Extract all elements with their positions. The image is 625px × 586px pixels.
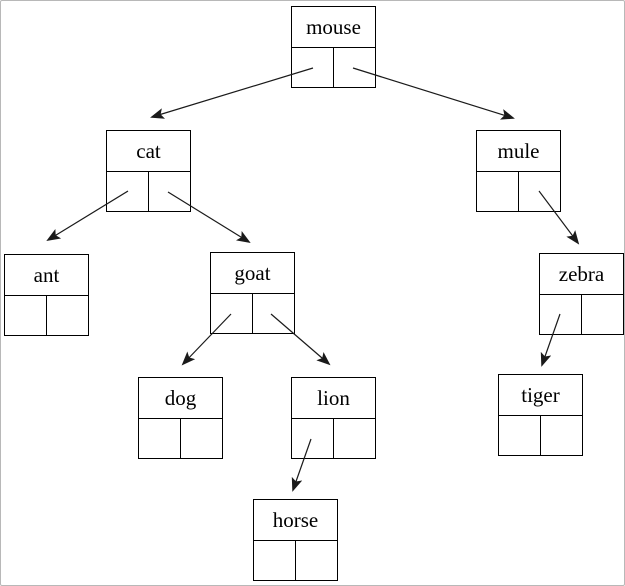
node-label-dog: dog (139, 378, 222, 419)
tree-node-mule: mule (476, 130, 561, 212)
right-pointer-cell (541, 416, 582, 456)
right-pointer-cell (149, 172, 190, 212)
pointer-cells-ant (5, 296, 88, 336)
left-pointer-cell (292, 48, 334, 88)
pointer-cells-horse (254, 541, 337, 581)
pointer-cells-dog (139, 419, 222, 459)
left-pointer-cell (139, 419, 181, 459)
node-label-mouse: mouse (292, 7, 375, 48)
tree-node-cat: cat (106, 130, 191, 212)
right-pointer-cell (519, 172, 560, 212)
edge-mouse-left-to-cat (150, 67, 314, 119)
pointer-cells-lion (292, 419, 375, 459)
node-label-mule: mule (477, 131, 560, 172)
pointer-cells-cat (107, 172, 190, 212)
pointer-cells-mule (477, 172, 560, 212)
tree-node-zebra: zebra (539, 253, 624, 335)
right-pointer-cell (253, 294, 294, 334)
node-label-cat: cat (107, 131, 190, 172)
tree-node-goat: goat (210, 252, 295, 334)
left-pointer-cell (499, 416, 541, 456)
tree-node-mouse: mouse (291, 6, 376, 88)
node-label-horse: horse (254, 500, 337, 541)
node-label-tiger: tiger (499, 375, 582, 416)
tree-node-dog: dog (138, 377, 223, 459)
tree-node-ant: ant (4, 254, 89, 336)
node-label-ant: ant (5, 255, 88, 296)
left-pointer-cell (477, 172, 519, 212)
left-pointer-cell (292, 419, 334, 459)
right-pointer-cell (582, 295, 623, 335)
pointer-cells-goat (211, 294, 294, 334)
pointer-cells-mouse (292, 48, 375, 88)
left-pointer-cell (5, 296, 47, 336)
right-pointer-cell (296, 541, 337, 581)
right-pointer-cell (47, 296, 88, 336)
left-pointer-cell (540, 295, 582, 335)
edge-mouse-right-to-mule (352, 67, 515, 120)
node-label-lion: lion (292, 378, 375, 419)
pointer-cells-tiger (499, 416, 582, 456)
tree-node-tiger: tiger (498, 374, 583, 456)
tree-node-horse: horse (253, 499, 338, 581)
right-pointer-cell (181, 419, 222, 459)
tree-node-lion: lion (291, 377, 376, 459)
left-pointer-cell (211, 294, 253, 334)
left-pointer-cell (254, 541, 296, 581)
pointer-cells-zebra (540, 295, 623, 335)
left-pointer-cell (107, 172, 149, 212)
node-label-zebra: zebra (540, 254, 623, 295)
right-pointer-cell (334, 419, 375, 459)
node-label-goat: goat (211, 253, 294, 294)
right-pointer-cell (334, 48, 375, 88)
